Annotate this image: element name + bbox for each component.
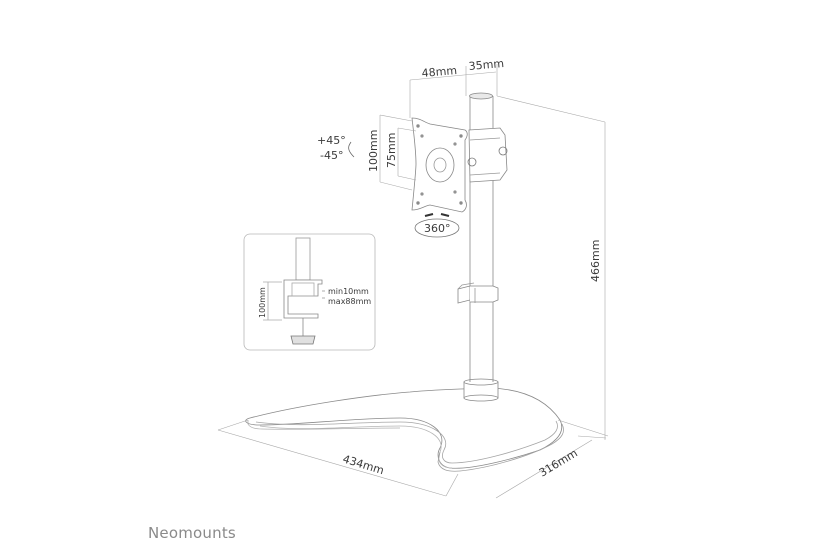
clamp-inset [243, 233, 376, 351]
rotation-ellipse [414, 218, 460, 238]
inset-clamp-height: 100mm [258, 287, 267, 318]
inset-desk-min: min10mm [328, 287, 369, 296]
dim-vesa-outer: 100mm [367, 130, 380, 172]
rotation-arrow-right-icon [440, 213, 450, 217]
tilt-arc-icon [348, 141, 352, 151]
stand-base [245, 387, 564, 472]
brand-logo: Neomounts [148, 524, 236, 542]
rotation-arrow-left-icon [424, 213, 434, 217]
rotation-label: 360° [424, 222, 451, 235]
dim-base-depth: 316mm [537, 447, 580, 480]
dim-base-width: 434mm [341, 452, 385, 477]
tilt-up-label: +45° [317, 134, 346, 147]
dim-height: 466mm [589, 240, 602, 282]
dim-width-offset: 48mm [421, 64, 457, 80]
dim-pole-diameter: 35mm [468, 57, 504, 73]
dimension-lines [217, 64, 609, 499]
tilt-down-label: -45° [320, 149, 343, 162]
inset-desk-max: max88mm [328, 297, 371, 306]
dim-vesa-inner: 75mm [385, 133, 398, 168]
vesa-head [411, 117, 508, 213]
